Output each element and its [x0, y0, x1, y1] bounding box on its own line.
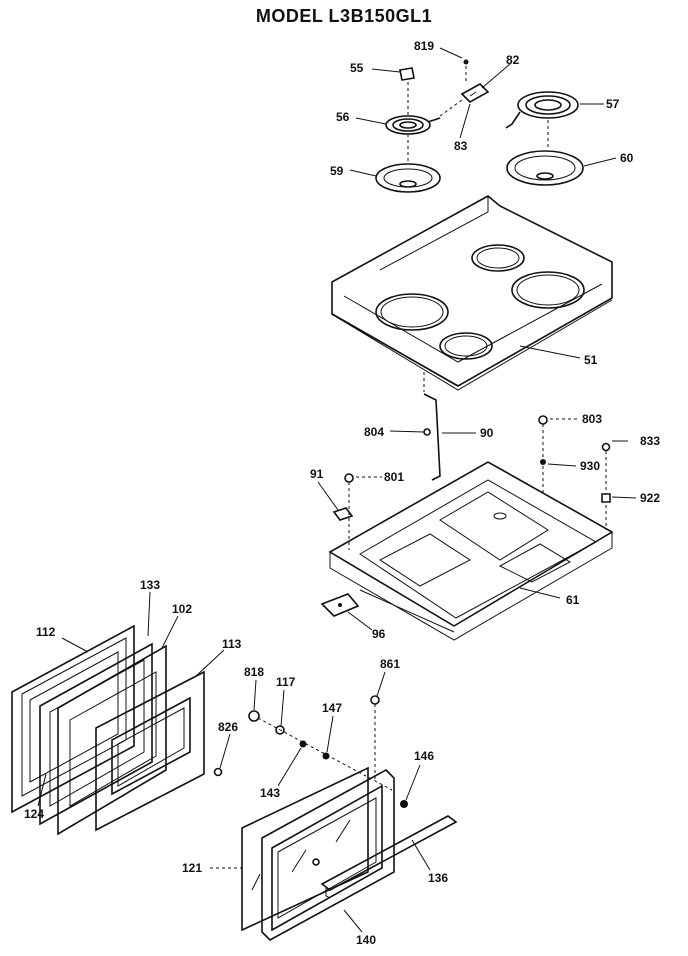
label-60: 60: [620, 151, 634, 165]
label-59: 59: [330, 164, 344, 178]
part-59-small-drip-pan: [375, 134, 441, 193]
label-82: 82: [506, 53, 520, 67]
label-96: 96: [372, 627, 386, 641]
fasteners-right: [538, 415, 611, 530]
label-143: 143: [260, 786, 280, 800]
part-56-small-surface-element: [385, 82, 463, 135]
model-title: MODEL L3B150GL1: [255, 6, 433, 26]
label-91: 91: [310, 467, 324, 481]
part-136-door-handle: [320, 815, 458, 899]
part-801-screw: [344, 473, 354, 550]
part-51-cooktop: [331, 195, 613, 391]
label-133: 133: [140, 578, 160, 592]
label-818: 818: [244, 665, 264, 679]
part-57-large-surface-element: [505, 91, 579, 150]
part-82-terminal-block: [460, 83, 490, 103]
part-61-burner-box: [328, 461, 614, 641]
label-55: 55: [350, 61, 364, 75]
label-146: 146: [414, 749, 434, 763]
label-803: 803: [582, 412, 602, 426]
label-56: 56: [336, 110, 350, 124]
label-819: 819: [414, 39, 434, 53]
label-804: 804: [364, 425, 384, 439]
label-861: 861: [380, 657, 400, 671]
label-147: 147: [322, 701, 342, 715]
label-136: 136: [428, 871, 448, 885]
part-90-support-rod: [423, 372, 441, 481]
label-801: 801: [384, 470, 404, 484]
part-140-door-frame: [251, 769, 395, 941]
part-91-clip: [332, 507, 354, 521]
label-833: 833: [640, 434, 660, 448]
label-51: 51: [584, 353, 598, 367]
part-121-outer-door-glass: [241, 766, 369, 932]
part-96-bracket: [320, 593, 360, 617]
label-826: 826: [218, 720, 238, 734]
part-113-inner-door-glass-frame: [95, 670, 205, 832]
label-83: 83: [454, 139, 468, 153]
door-hardware: [213, 695, 408, 808]
label-930: 930: [580, 459, 600, 473]
label-112: 112: [36, 625, 56, 639]
part-819-screw: [463, 59, 469, 84]
label-121: 121: [182, 861, 202, 875]
label-922: 922: [640, 491, 660, 505]
label-90: 90: [480, 426, 494, 440]
label-57: 57: [606, 97, 620, 111]
part-60-large-drip-pan: [506, 150, 584, 186]
label-113: 113: [222, 637, 242, 651]
part-labels: 819 82 55 56 83 57 59 60 51 804 90 803 8…: [24, 39, 660, 947]
label-117: 117: [276, 675, 296, 689]
label-102: 102: [172, 602, 192, 616]
part-112-door-liner: [11, 624, 135, 814]
label-140: 140: [356, 933, 376, 947]
label-61: 61: [566, 593, 580, 607]
part-55-knob: [399, 67, 415, 81]
leader-lines: [37, 47, 637, 933]
part-102-door-panel: [57, 644, 167, 836]
label-124: 124: [24, 807, 44, 821]
